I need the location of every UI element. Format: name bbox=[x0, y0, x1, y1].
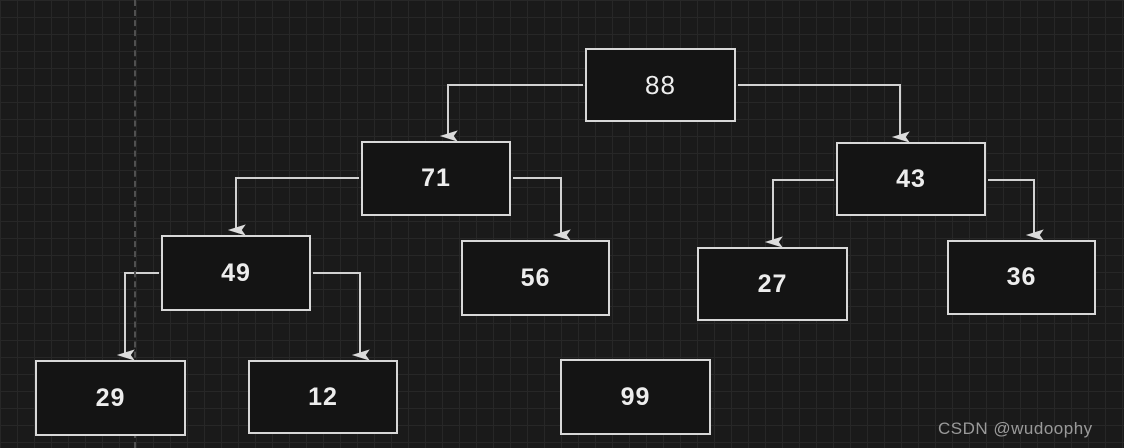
tree-node-label: 49 bbox=[221, 258, 251, 287]
tree-node-99[interactable]: 99 bbox=[560, 359, 711, 435]
tree-node-43[interactable]: 43 bbox=[836, 142, 986, 216]
tree-node-label: 29 bbox=[95, 383, 126, 412]
edge-n49-to-n12 bbox=[313, 272, 370, 361]
edge-n43-to-n36 bbox=[988, 179, 1044, 241]
tree-node-36[interactable]: 36 bbox=[947, 240, 1096, 315]
edge-n88-to-n43 bbox=[738, 84, 910, 143]
tree-node-label: 12 bbox=[308, 382, 338, 411]
vertical-guide-line bbox=[134, 0, 136, 448]
tree-node-88[interactable]: 88 bbox=[585, 48, 736, 122]
tree-node-27[interactable]: 27 bbox=[697, 247, 848, 321]
tree-node-label: 71 bbox=[421, 164, 451, 192]
edge-n71-to-n56 bbox=[513, 177, 571, 241]
edge-n88-to-n71 bbox=[439, 84, 583, 142]
tree-node-71[interactable]: 71 bbox=[361, 141, 511, 216]
edge-n49-to-n29 bbox=[116, 272, 159, 361]
tree-node-label: 88 bbox=[645, 69, 676, 100]
tree-node-label: 36 bbox=[1006, 263, 1037, 291]
tree-node-12[interactable]: 12 bbox=[248, 360, 398, 434]
tree-node-49[interactable]: 49 bbox=[161, 235, 311, 311]
tree-node-label: 99 bbox=[620, 382, 651, 411]
tree-node-label: 27 bbox=[757, 269, 788, 298]
tree-node-label: 56 bbox=[520, 263, 551, 292]
edge-n43-to-n27 bbox=[764, 179, 834, 248]
tree-node-label: 43 bbox=[896, 164, 926, 193]
tree-node-29[interactable]: 29 bbox=[35, 360, 186, 436]
edge-n71-to-n49 bbox=[227, 177, 359, 236]
tree-node-56[interactable]: 56 bbox=[461, 240, 610, 316]
watermark-label: CSDN @wudoophy bbox=[938, 419, 1093, 438]
